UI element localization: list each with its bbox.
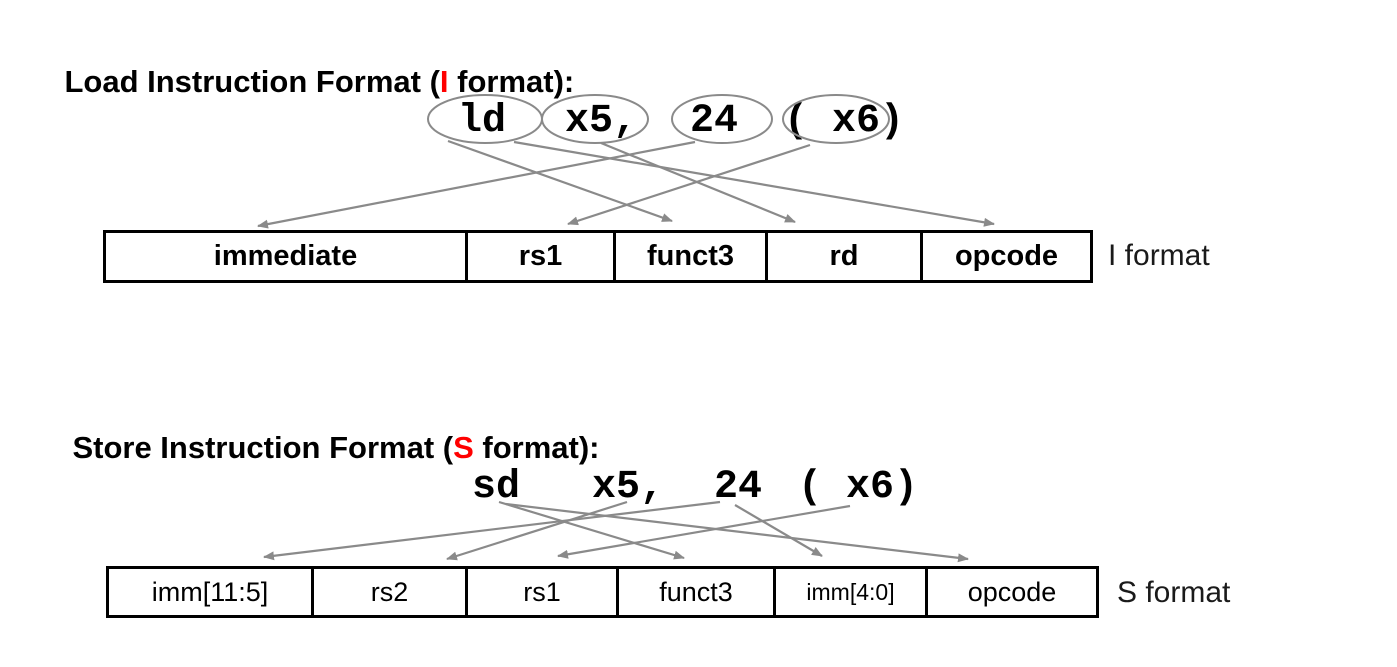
s-format-field-rs1: rs1 (465, 569, 616, 615)
s-format-label: S format (1117, 576, 1231, 609)
store-section-title: Store Instruction Format (S format): (38, 394, 600, 502)
store-asm-token-immediate: 24 (714, 465, 763, 510)
store-title-suffix: format): (473, 430, 600, 465)
arrow-sd-to-funct3 (498, 500, 685, 560)
i-format-table: immediate rs1 funct3 rd opcode (103, 230, 1093, 283)
store-asm-token-rs2: x5, (592, 465, 665, 510)
arrow-24-to-imm-11-5 (263, 500, 721, 561)
i-format-field-rs1: rs1 (465, 233, 613, 280)
store-asm-token-base-register: ( x6) (798, 465, 919, 510)
i-format-field-opcode: opcode (920, 233, 1090, 280)
i-format-label: I format (1108, 239, 1210, 272)
i-format-field-rd: rd (765, 233, 920, 280)
arrow-sd-to-opcode (505, 502, 969, 563)
s-format-field-funct3: funct3 (616, 569, 773, 615)
s-format-field-imm-4-0: imm[4:0] (773, 569, 925, 615)
i-format-field-funct3: funct3 (613, 233, 765, 280)
arrow-x5-to-rd (600, 141, 796, 224)
arrow-x6-to-rs1-store (557, 504, 851, 559)
s-format-field-opcode: opcode (925, 569, 1096, 615)
store-asm-token-mnemonic: sd (472, 465, 521, 510)
store-title-accent-letter: S (453, 430, 474, 465)
load-title-accent-letter: I (439, 64, 449, 99)
i-format-field-immediate: immediate (106, 233, 465, 280)
arrow-ld-to-funct3 (447, 139, 673, 223)
s-format-field-rs2: rs2 (311, 569, 465, 615)
load-asm-token-mnemonic: ld (458, 99, 507, 144)
load-asm-token-base-register: ( x6) (784, 99, 905, 144)
arrow-24-to-imm-4-0 (734, 504, 823, 557)
store-title-prefix: Store Instruction Format ( (72, 430, 454, 465)
load-asm-token-rd: x5, (565, 99, 638, 144)
load-section-title: Load Instruction Format (I format): (30, 28, 574, 136)
arrow-24-to-immediate (257, 140, 696, 229)
load-asm-token-immediate: 24 (690, 99, 739, 144)
arrow-x6-to-rs1 (567, 143, 811, 226)
arrow-ld-to-opcode (513, 140, 995, 227)
arrow-x5-to-rs2 (446, 500, 628, 561)
s-format-field-imm-11-5: imm[11:5] (109, 569, 311, 615)
load-title-suffix: format): (448, 64, 575, 99)
s-format-table: imm[11:5] rs2 rs1 funct3 imm[4:0] opcode (106, 566, 1099, 618)
load-title-prefix: Load Instruction Format ( (64, 64, 440, 99)
